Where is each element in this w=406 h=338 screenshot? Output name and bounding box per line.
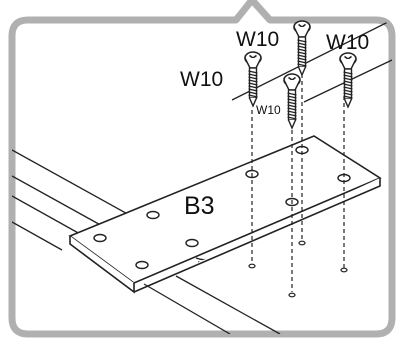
screw-label: W10 xyxy=(326,31,369,54)
part-label: B3 xyxy=(184,192,215,220)
pilot-holes xyxy=(248,240,348,298)
screw-label: W10 xyxy=(180,68,223,91)
screw-label: W10 xyxy=(256,103,281,117)
screw-guide-lines xyxy=(251,74,345,292)
screw-label: W10 xyxy=(236,28,279,51)
